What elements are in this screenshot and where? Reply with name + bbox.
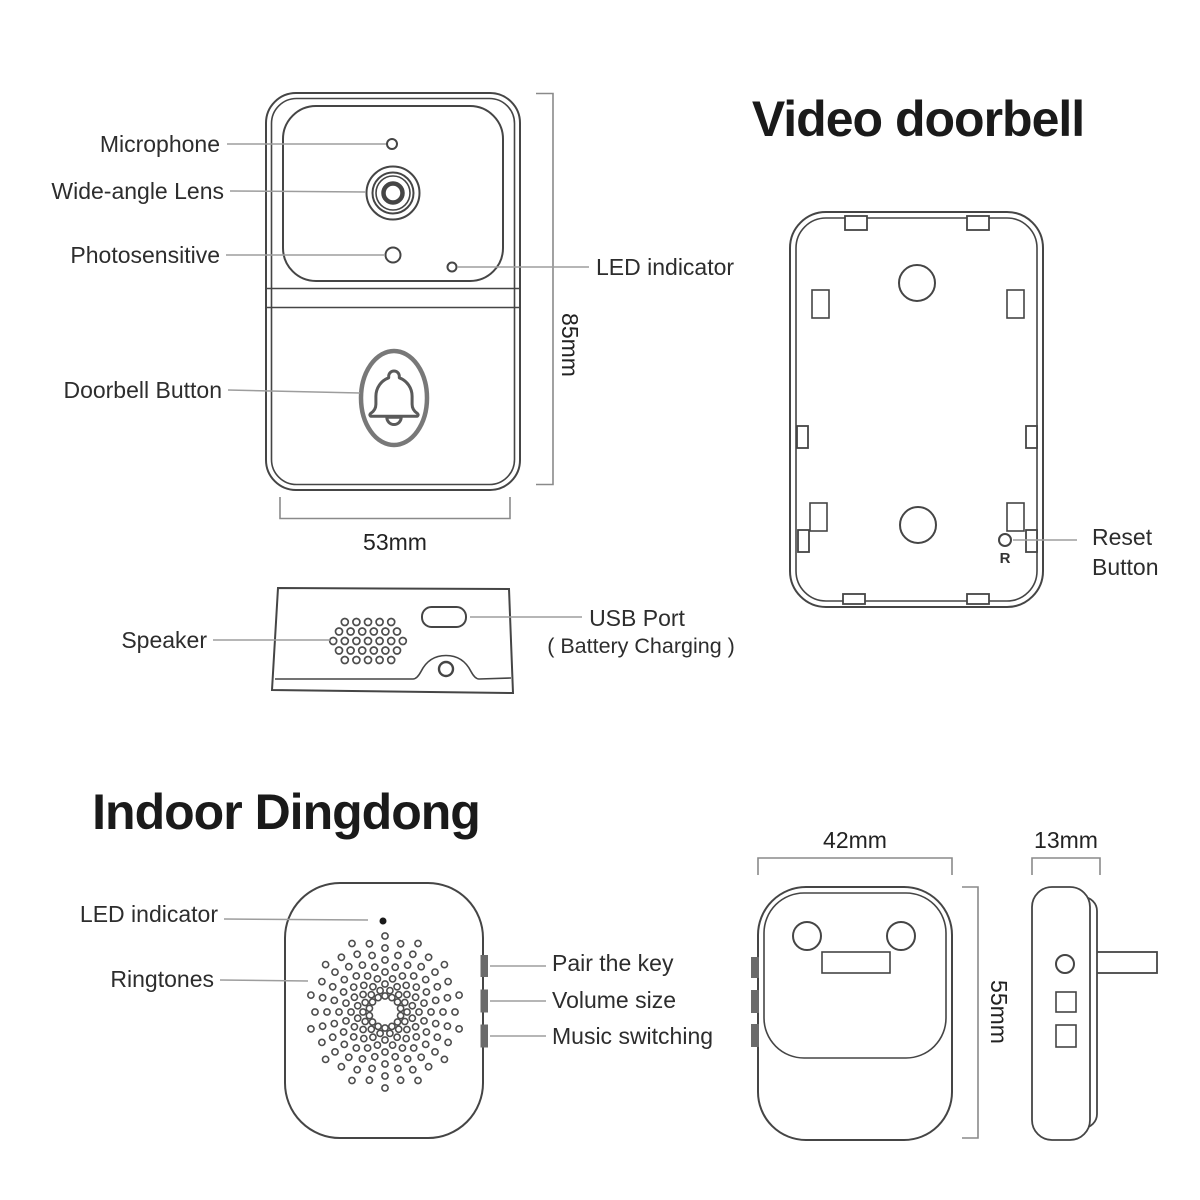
plug-hole-left: [792, 921, 822, 951]
indoor-dingdong-side-view: [1031, 886, 1158, 1141]
side-slot-2: [1055, 1024, 1077, 1048]
speaker-label: Speaker: [121, 627, 207, 653]
indoor-dingdong-back-view: [751, 886, 953, 1141]
chime-height-label: 55mm: [986, 980, 1012, 1044]
edge-tab-left-low: [797, 529, 810, 553]
video-doorbell-front-view: [265, 92, 521, 491]
lens-leader-line: [229, 190, 367, 193]
chime-back-outline: [757, 886, 953, 1141]
chime-depth-label: 13mm: [1034, 827, 1098, 853]
width-dimension-label: 53mm: [363, 529, 427, 555]
usb-note-label: ( Battery Charging ): [547, 634, 735, 658]
video-doorbell-bottom-view: [270, 586, 515, 695]
ringtones-leader-line: [219, 979, 309, 982]
volume-label: Volume size: [552, 987, 676, 1013]
reset-label-line1: Reset: [1092, 524, 1153, 550]
slot-upper-right: [1006, 289, 1025, 319]
chime-led-leader-line: [223, 918, 369, 921]
ringtones-label: Ringtones: [110, 966, 214, 992]
plug-hole-right: [886, 921, 916, 951]
side-button-2: [751, 990, 759, 1013]
bottom-face-edge: [275, 654, 512, 680]
mounting-hole-top: [898, 264, 936, 302]
indoor-dingdong-title: Indoor Dingdong: [92, 784, 480, 840]
chime-width-bracket: [757, 857, 953, 875]
slot-upper-left: [811, 289, 830, 319]
height-dimension-label: 85mm: [557, 313, 583, 377]
microphone-hole: [386, 138, 398, 150]
microphone-label: Microphone: [100, 131, 220, 157]
mounting-hole-bottom: [899, 506, 937, 544]
pair-key-button: [480, 955, 488, 977]
reset-mark: R: [1000, 550, 1011, 567]
slot-lower-left: [809, 502, 828, 532]
bell-icon: [368, 369, 420, 426]
pair-key-label: Pair the key: [552, 950, 674, 976]
chime-height-bracket: [962, 886, 979, 1139]
usb-port: [421, 606, 467, 628]
chime-depth-bracket: [1031, 857, 1101, 875]
photosensitive-hole: [384, 246, 402, 264]
chime-back-faceplate: [763, 892, 947, 1059]
side-body: [1031, 886, 1091, 1141]
led-indicator-hole: [446, 261, 458, 273]
back-shell-inner-outline: [795, 217, 1038, 602]
music-button: [480, 1024, 488, 1048]
chime-led-label: LED indicator: [80, 901, 218, 927]
bottom-shell-outline: [270, 586, 515, 695]
plug-slot: [821, 951, 891, 974]
chime-led-hole: [379, 917, 387, 925]
doorbell-body-outline: [265, 92, 521, 491]
ringtone-holes: [306, 932, 463, 1092]
usb-port-label: USB Port: [589, 605, 685, 631]
bottom-notch-right: [966, 593, 990, 605]
edge-tab-right-low: [1025, 529, 1038, 553]
power-plug-pin: [1092, 951, 1158, 974]
slot-lower-right: [1006, 502, 1025, 532]
top-notch-right: [966, 215, 990, 231]
doorbell-button-leader-line: [227, 389, 361, 394]
edge-tab-right-mid: [1025, 425, 1038, 449]
side-hole: [1055, 954, 1075, 974]
speaker-holes: [328, 617, 408, 665]
doorbell-button: [358, 348, 430, 448]
camera-lens: [365, 165, 421, 221]
video-doorbell-title: Video doorbell: [752, 91, 1084, 147]
side-button-1: [751, 957, 759, 978]
screw-hole: [437, 660, 455, 678]
chime-width-label: 42mm: [823, 827, 887, 853]
reset-label-line2: Button: [1092, 554, 1159, 580]
doorbell-body-inner-outline: [270, 97, 516, 486]
camera-panel: [282, 105, 504, 282]
video-doorbell-back-view: R: [789, 211, 1044, 608]
wide-angle-lens-label: Wide-angle Lens: [51, 178, 224, 204]
led-indicator-label: LED indicator: [596, 254, 734, 280]
photosensitive-label: Photosensitive: [70, 242, 220, 268]
height-dimension-bracket: [536, 92, 554, 486]
reset-button-hole: [998, 533, 1012, 547]
indoor-dingdong-front-view: [284, 882, 488, 1139]
width-dimension-bracket: [279, 497, 511, 520]
side-slot-1: [1055, 991, 1077, 1013]
volume-button: [480, 989, 488, 1013]
edge-tab-left-mid: [796, 425, 809, 449]
side-button-3: [751, 1024, 759, 1047]
doorbell-button-label: Doorbell Button: [63, 377, 222, 403]
back-shell-outline: [789, 211, 1044, 608]
music-label: Music switching: [552, 1023, 713, 1049]
bottom-notch-left: [842, 593, 866, 605]
top-notch-left: [844, 215, 868, 231]
